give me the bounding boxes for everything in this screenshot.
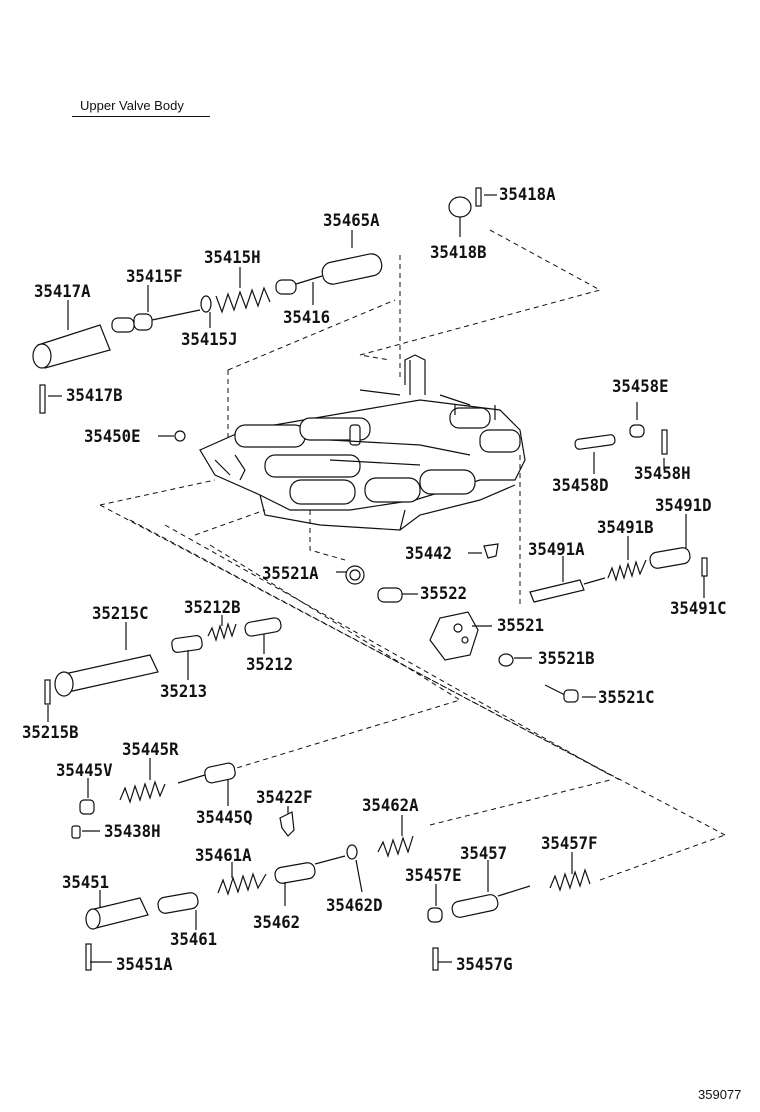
label-35458E: 35458E [612,377,669,397]
leader-lines [47,194,705,963]
label-35415H: 35415H [204,248,261,268]
label-35521C: 35521C [598,688,655,708]
label-35417B: 35417B [66,386,123,406]
label-35418A: 35418A [499,185,556,205]
label-35457E: 35457E [405,866,462,886]
label-35451: 35451 [62,873,110,893]
reference-number: 359077 [698,1087,742,1102]
label-35462A: 35462A [362,796,419,816]
label-35445V: 35445V [56,761,113,781]
parts-right [345,424,708,703]
label-35416: 35416 [283,308,331,328]
label-35461: 35461 [170,930,218,950]
dashed-guide-lines [99,229,726,881]
label-35418B: 35418B [430,243,487,263]
label-35212: 35212 [246,655,294,675]
label-35491A: 35491A [528,540,585,560]
label-35457F: 35457F [541,834,598,854]
label-35215B: 35215B [22,723,79,743]
diagram-title: Upper Valve Body [80,98,184,113]
valve-body-drawing [199,354,526,531]
label-35458D: 35458D [552,476,609,496]
label-35461A: 35461A [195,846,252,866]
parts-middle-left [44,617,282,705]
title-underline [72,116,210,117]
label-35521B: 35521B [538,649,595,669]
label-35457G: 35457G [456,955,513,975]
label-35457: 35457 [460,844,508,864]
label-35522: 35522 [420,584,468,604]
label-35213: 35213 [160,682,208,702]
label-35422F: 35422F [256,788,313,808]
label-35415J: 35415J [181,330,238,350]
parts-lower [71,762,591,971]
label-35417A: 35417A [34,282,91,302]
label-35491B: 35491B [597,518,654,538]
label-35465A: 35465A [323,211,380,231]
label-35442: 35442 [405,544,453,564]
label-35215C: 35215C [92,604,149,624]
label-35445R: 35445R [122,740,179,760]
parts-upper-left [32,187,482,442]
label-35415F: 35415F [126,267,183,287]
label-35521A: 35521A [262,564,319,584]
label-35458H: 35458H [634,464,691,484]
label-35491C: 35491C [670,599,727,619]
label-35462D: 35462D [326,896,383,916]
label-35451A: 35451A [116,955,173,975]
label-35491D: 35491D [655,496,712,516]
label-35212B: 35212B [184,598,241,618]
label-35445Q: 35445Q [196,808,253,828]
label-35462: 35462 [253,913,301,933]
label-35438H: 35438H [104,822,161,842]
label-35450E: 35450E [84,427,141,447]
label-35521: 35521 [497,616,545,636]
